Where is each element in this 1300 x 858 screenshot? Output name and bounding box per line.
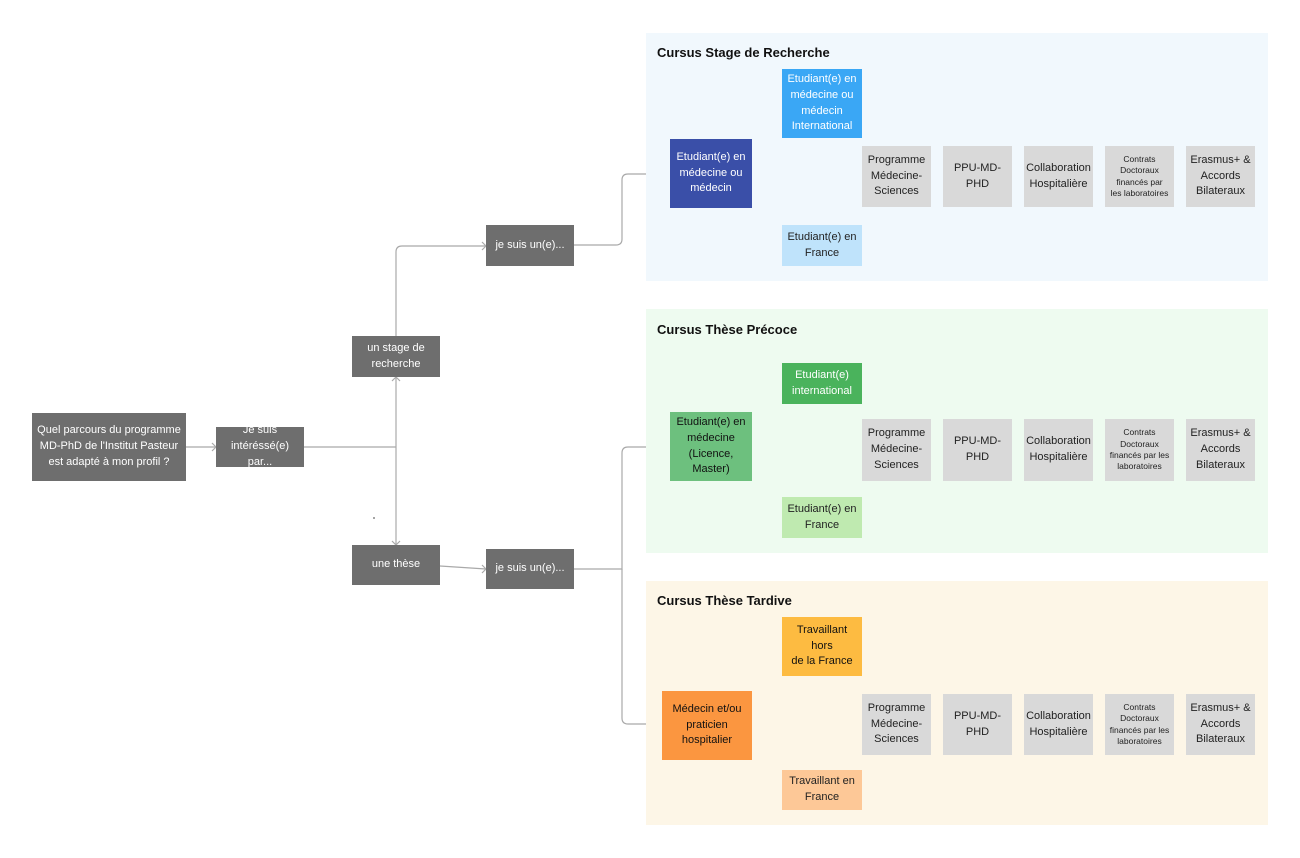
these-node: une thèse [352,545,440,585]
je-suis-node-1: je suis un(e)... [486,225,574,266]
precoce-program-collaboration: Collaboration Hospitalière [1024,419,1093,481]
connector-jesuis-tardive [621,569,662,725]
connector-stage-jesuis [395,245,486,336]
recherche-program-collaboration: Collaboration Hospitalière [1024,146,1093,207]
arrow-head [391,376,401,382]
question-node: Quel parcours du programme MD-PhD de l'I… [32,413,186,481]
precoce-program-erasmus: Erasmus+ & Accords Bilateraux [1186,419,1255,481]
recherche-program-medecine-sciences: Programme Médecine- Sciences [862,146,931,207]
recherche-program-contrats: Contrats Doctoraux financés par les labo… [1105,146,1174,207]
section-title-recherche: Cursus Stage de Recherche [657,45,830,60]
precoce-program-ppu: PPU-MD- PHD [943,419,1012,481]
recherche-program-erasmus: Erasmus+ & Accords Bilateraux [1186,146,1255,207]
precoce-bottom-node: Etudiant(e) en France [782,497,862,538]
stage-node: un stage de recherche [352,336,440,377]
section-title-precoce: Cursus Thèse Précoce [657,322,798,337]
tardive-program-contrats: Contrats Doctoraux financés par les labo… [1105,694,1174,755]
tardive-program-collaboration: Collaboration Hospitalière [1024,694,1093,755]
section-title-tardive: Cursus Thèse Tardive [657,593,792,608]
tardive-main-node: Médecin et/ou praticien hospitalier [662,691,752,760]
tardive-program-medecine-sciences: Programme Médecine- Sciences [862,694,931,755]
precoce-program-contrats: Contrats Doctoraux financés par les labo… [1105,419,1174,481]
je-suis-node-2: je suis un(e)... [486,549,574,589]
recherche-main-node: Etudiant(e) en médecine ou médecin [670,139,752,208]
recherche-top-node: Etudiant(e) en médecine ou médecin Inter… [782,69,862,138]
tardive-top-node: Travaillant hors de la France [782,617,862,676]
interested-node: Je suis intéréssé(e) par... [216,424,304,468]
tardive-program-ppu: PPU-MD- PHD [943,694,1012,755]
recherche-bottom-node: Etudiant(e) en France [782,225,862,266]
connector-jesuis-precoce [574,446,670,570]
precoce-program-medecine-sciences: Programme Médecine- Sciences [862,419,931,481]
tardive-bottom-node: Travaillant en France [782,770,862,810]
precoce-top-node: Etudiant(e) international [782,363,862,404]
connector-jesuis-recherche [574,173,670,246]
stray-dot [373,517,375,519]
recherche-program-ppu: PPU-MD- PHD [943,146,1012,207]
precoce-main-node: Etudiant(e) en médecine (Licence, Master… [670,412,752,481]
connector-these-jesuis [439,565,487,570]
tardive-program-erasmus: Erasmus+ & Accords Bilateraux [1186,694,1255,755]
